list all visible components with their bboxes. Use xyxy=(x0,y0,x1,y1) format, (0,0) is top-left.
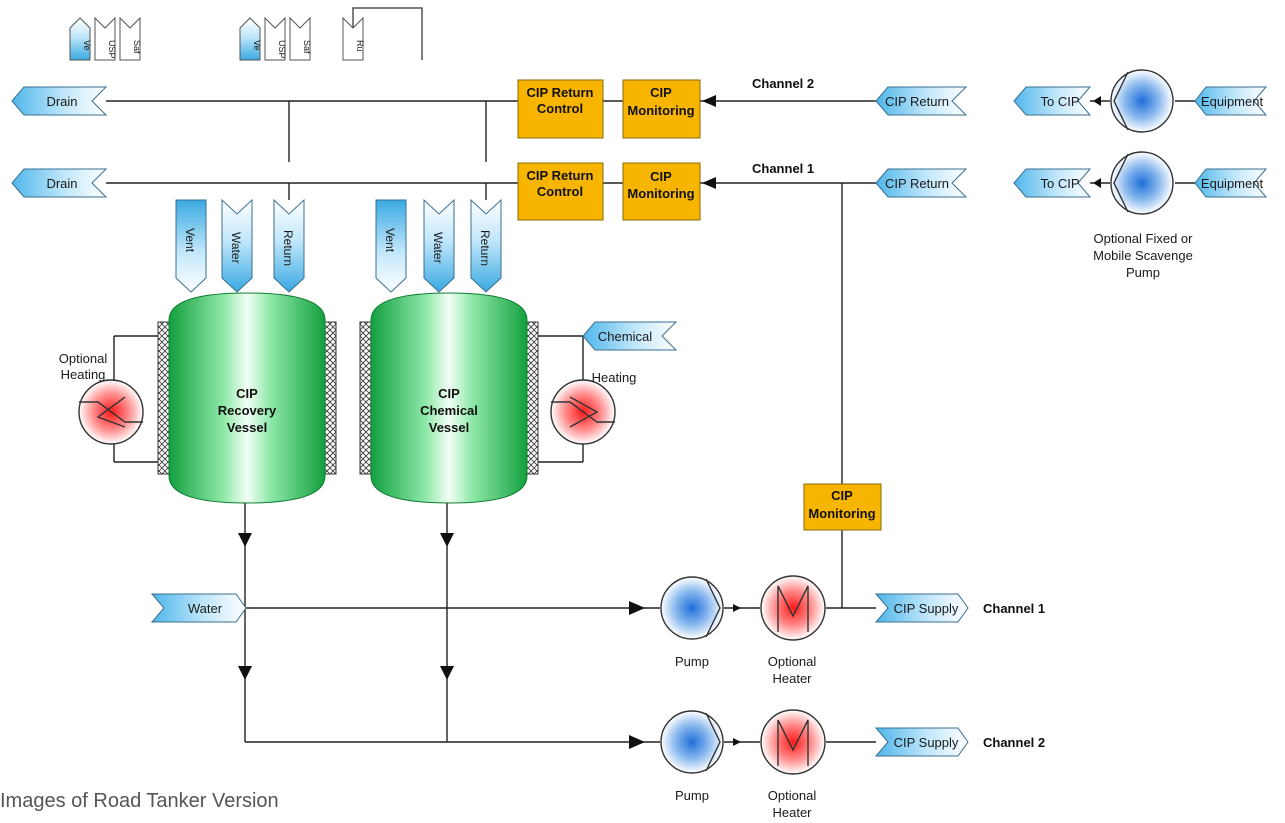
channel-1-heater-line2: Heater xyxy=(772,671,812,686)
channel-1-supply-flag-label: CIP Supply xyxy=(894,601,959,616)
equipment-2-label: Equipment xyxy=(1201,176,1264,191)
top-icon-1-label-b: USP xyxy=(107,40,117,59)
monitoring-upper: CIP Monitoring xyxy=(622,79,701,139)
pipework xyxy=(106,100,1195,743)
top-icon-1-label-c: Saf xyxy=(132,40,142,54)
recovery-vent-label: Vent xyxy=(183,228,197,253)
scavenge-caption-line3: Pump xyxy=(1126,265,1160,280)
channel-2-pump-icon xyxy=(660,710,724,774)
scavenge-pump-1: To CIP Equipment xyxy=(1013,69,1268,133)
return-control-upper-line1: CIP Return xyxy=(527,85,594,100)
scavenge-pump-2-icon xyxy=(1110,151,1174,215)
optional-heating-line1: Optional xyxy=(59,351,108,366)
channel-1-heater-icon xyxy=(760,575,826,641)
monitoring-upper-line1: CIP xyxy=(650,85,672,100)
channel-2-supply-flag-label: CIP Supply xyxy=(894,735,959,750)
cip-return-upper: CIP Return xyxy=(875,86,968,116)
top-icon-group-1: Ve USP Saf xyxy=(69,16,142,61)
channel-1-supply-label: Channel 1 xyxy=(983,601,1045,616)
return-control-lower-line2: Control xyxy=(537,184,583,199)
equipment-1-label: Equipment xyxy=(1201,94,1264,109)
image-caption: Images of Road Tanker Version xyxy=(0,790,279,812)
chemical-vent-label: Vent xyxy=(383,228,397,253)
chemical-vessel-line2: Chemical xyxy=(420,403,478,418)
channel-2-supply: Pump Optional Heater CIP Supply xyxy=(660,709,969,820)
top-icon-2-label-b: USP xyxy=(277,40,287,59)
channel-1-return-label: Channel 1 xyxy=(752,161,814,176)
heating-label: Heating xyxy=(592,370,637,385)
top-icon-2-label-d: Ru xyxy=(355,40,365,52)
channel-2-heater-icon xyxy=(760,709,826,775)
chemical-label: Chemical xyxy=(598,329,652,344)
monitoring-lower-line1: CIP xyxy=(650,169,672,184)
channel-2-heater-line1: Optional xyxy=(768,788,817,803)
top-icon-group-2: Ve USP Saf Ru xyxy=(239,7,423,61)
scavenge-pump-2: To CIP Equipment xyxy=(1013,151,1268,215)
monitoring-supply: CIP Monitoring xyxy=(803,483,882,531)
recovery-vessel: CIP Recovery Vessel xyxy=(157,292,337,504)
chemical-water-label: Water xyxy=(431,232,445,264)
flow-arrows xyxy=(238,95,1101,749)
water-inlet: Water xyxy=(150,593,247,623)
scavenge-pump-1-icon xyxy=(1110,69,1174,133)
top-icon-1-label-a: Ve xyxy=(82,40,92,51)
chemical-inlet: Chemical xyxy=(582,321,678,351)
channel-1-pump-label: Pump xyxy=(675,654,709,669)
drain-top-label: Drain xyxy=(46,94,77,109)
chemical-return-label: Return xyxy=(478,230,492,266)
cip-return-lower-label: CIP Return xyxy=(885,176,949,191)
recovery-vessel-line1: CIP xyxy=(236,386,258,401)
monitoring-upper-line2: Monitoring xyxy=(627,103,694,118)
recovery-vessel-flags: Vent Water Return xyxy=(175,198,305,293)
return-control-upper-line2: Control xyxy=(537,101,583,116)
recovery-heat-exchanger: Optional Heating xyxy=(59,351,144,445)
channel-1-pump-icon xyxy=(660,576,724,640)
return-control-upper: CIP Return Control xyxy=(517,79,604,139)
scavenge-caption: Optional Fixed or Mobile Scavenge Pump xyxy=(1093,231,1193,280)
drain-bottom: Drain xyxy=(11,168,108,198)
channel-2-pump-label: Pump xyxy=(675,788,709,803)
recovery-vessel-line3: Vessel xyxy=(227,420,268,435)
channel-1-supply: Pump Optional Heater CIP Supply xyxy=(660,575,969,686)
top-icon-2-label-a: Ve xyxy=(252,40,262,51)
chemical-vessel: CIP Chemical Vessel xyxy=(359,292,539,504)
chemical-vessel-line3: Vessel xyxy=(429,420,470,435)
monitoring-lower-line2: Monitoring xyxy=(627,186,694,201)
monitoring-supply-line1: CIP xyxy=(831,488,853,503)
chemical-heat-exchanger: Heating xyxy=(550,370,637,445)
channel-1-heater-line1: Optional xyxy=(768,654,817,669)
chemical-vessel-flags: Vent Water Return xyxy=(375,198,502,293)
channel-2-return-label: Channel 2 xyxy=(752,76,814,91)
optional-heating-line2: Heating xyxy=(61,367,106,382)
chemical-vessel-line1: CIP xyxy=(438,386,460,401)
to-cip-2-label: To CIP xyxy=(1040,176,1079,191)
to-cip-1-label: To CIP xyxy=(1040,94,1079,109)
recovery-water-label: Water xyxy=(229,232,243,264)
recovery-vessel-line2: Recovery xyxy=(218,403,277,418)
scavenge-caption-line2: Mobile Scavenge xyxy=(1093,248,1193,263)
water-inlet-label: Water xyxy=(188,601,223,616)
return-control-lower-line1: CIP Return xyxy=(527,168,594,183)
recovery-return-label: Return xyxy=(281,230,295,266)
cip-return-lower: CIP Return xyxy=(875,168,968,198)
return-control-lower: CIP Return Control xyxy=(517,162,604,221)
monitoring-lower: CIP Monitoring xyxy=(622,162,701,221)
drain-bottom-label: Drain xyxy=(46,176,77,191)
channel-2-heater-line2: Heater xyxy=(772,805,812,820)
drain-top: Drain xyxy=(11,86,108,116)
cip-return-upper-label: CIP Return xyxy=(885,94,949,109)
channel-2-supply-label: Channel 2 xyxy=(983,735,1045,750)
monitoring-supply-line2: Monitoring xyxy=(808,506,875,521)
scavenge-caption-line1: Optional Fixed or xyxy=(1094,231,1194,246)
top-icon-2-label-c: Saf xyxy=(302,40,312,54)
